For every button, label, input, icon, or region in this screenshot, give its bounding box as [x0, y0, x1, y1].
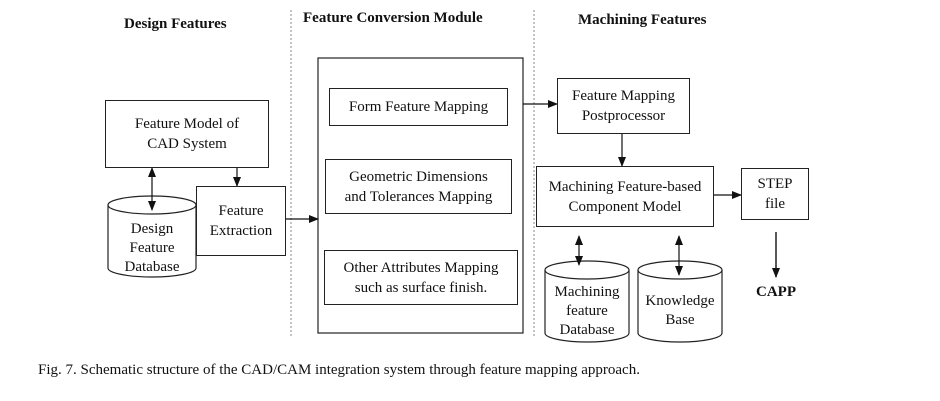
machining-database-cylinder	[544, 260, 630, 343]
design-feature-database-label: Design Feature Database	[124, 221, 180, 275]
knowledge-base-label: Knowledge Base	[645, 293, 715, 328]
form-feature-mapping-box: Form Feature Mapping	[329, 88, 508, 126]
cad-model-box: Feature Model of CAD System	[105, 100, 269, 168]
machining-feature-database-label: Machining feature Database	[554, 284, 620, 338]
header-feature-conversion: Feature Conversion Module	[303, 10, 483, 26]
feature-extraction-box: Feature Extraction	[196, 186, 286, 256]
step-file-box: STEP file	[741, 168, 809, 220]
capp-label: CAPP	[756, 284, 796, 300]
figure-caption: Fig. 7. Schematic structure of the CAD/C…	[38, 362, 640, 378]
other-attributes-mapping-box: Other Attributes Mapping such as surface…	[324, 250, 518, 305]
header-machining-features: Machining Features	[578, 12, 707, 28]
conversion-module-frame	[317, 57, 524, 334]
feature-mapping-postprocessor-box: Feature Mapping Postprocessor	[557, 78, 690, 134]
header-design-features: Design Features	[124, 16, 227, 32]
gdt-mapping-box: Geometric Dimensions and Tolerances Mapp…	[325, 159, 512, 214]
component-model-box: Machining Feature-based Component Model	[536, 166, 714, 227]
